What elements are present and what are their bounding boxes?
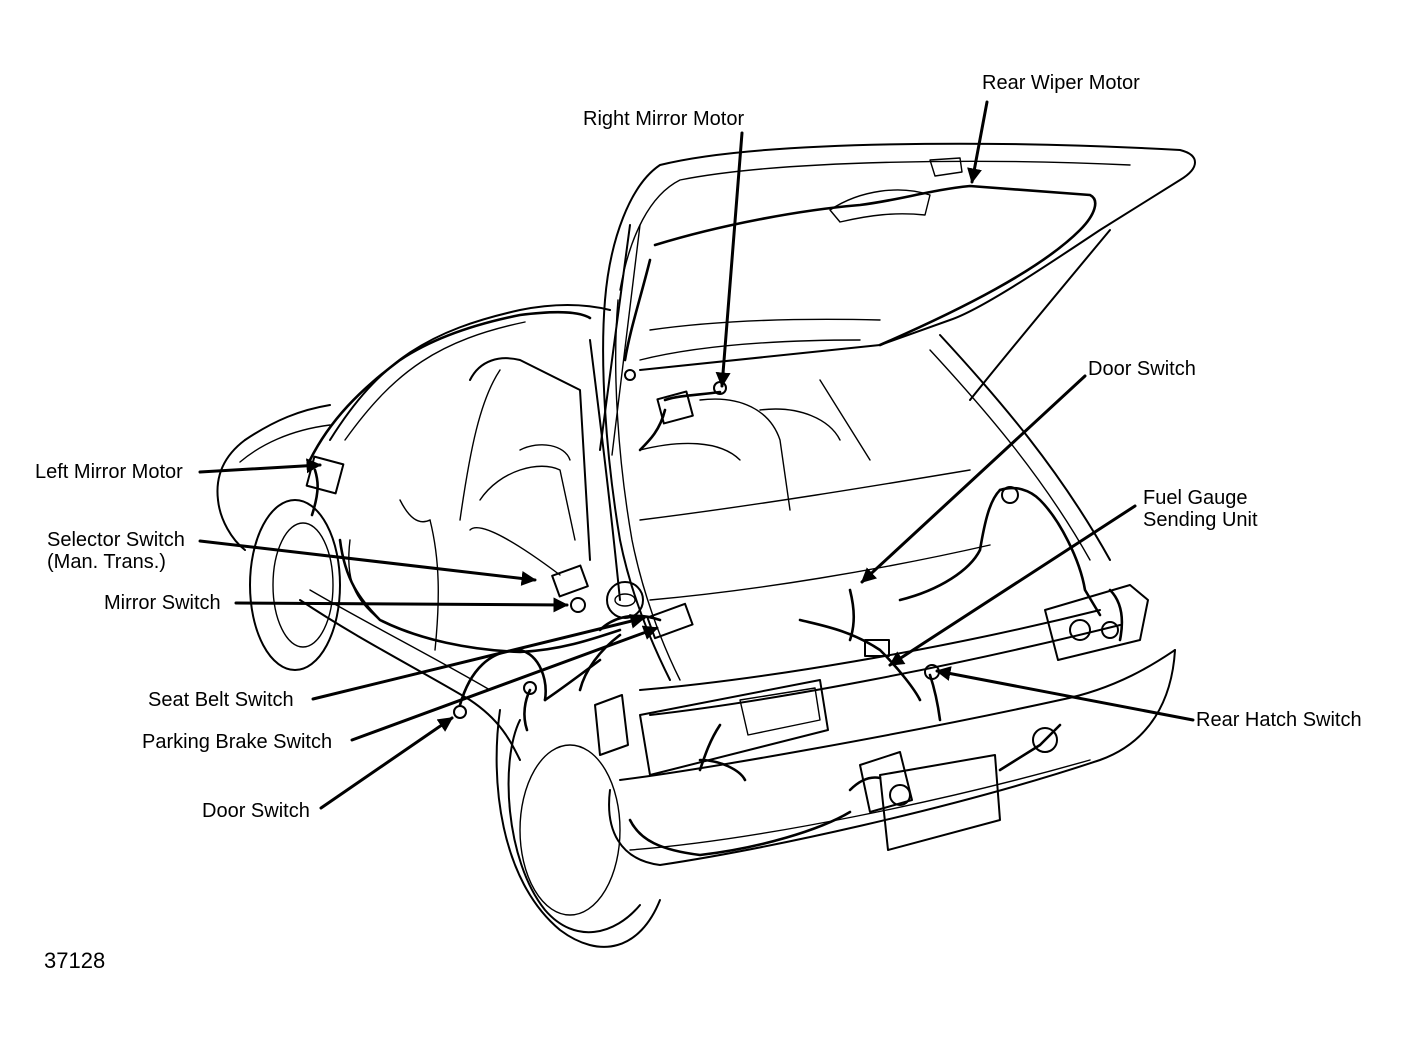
components: [305, 369, 1119, 806]
label-right-mirror-motor: Right Mirror Motor: [583, 108, 744, 130]
leader-door-switch-right: [860, 374, 1087, 584]
leader-selector-switch: [198, 539, 537, 586]
car-body: [216, 304, 1176, 948]
label-seat-belt-switch: Seat Belt Switch: [148, 689, 294, 711]
label-door-switch-left-text: Door Switch: [202, 800, 310, 822]
label-left-mirror-motor: Left Mirror Motor: [35, 461, 183, 483]
figure-number: 37128: [44, 948, 106, 973]
label-left-mirror-motor-text: Left Mirror Motor: [35, 461, 183, 483]
label-selector-switch-line2: (Man. Trans.): [47, 551, 166, 573]
label-rear-hatch-switch-text: Rear Hatch Switch: [1196, 709, 1362, 731]
label-selector-switch-line1: Selector Switch: [47, 529, 185, 551]
leader-rear-wiper-motor: [967, 100, 989, 184]
label-right-mirror-motor-text: Right Mirror Motor: [583, 108, 745, 130]
label-parking-brake-switch-text: Parking Brake Switch: [142, 731, 333, 753]
label-selector-switch: Selector Switch (Man. Trans.): [47, 529, 185, 573]
leader-parking-brake-switch: [350, 625, 659, 742]
label-rear-wiper-motor-text: Rear Wiper Motor: [982, 72, 1140, 94]
leader-left-mirror-motor: [198, 458, 322, 474]
label-fuel-gauge-sending-unit: Fuel Gauge Sending Unit: [1143, 487, 1258, 531]
open-hatch: [599, 142, 1196, 681]
label-seat-belt-switch-text: Seat Belt Switch: [148, 689, 294, 711]
label-rear-wiper-motor: Rear Wiper Motor: [982, 72, 1140, 94]
leader-door-switch-left: [319, 716, 454, 810]
label-rear-hatch-switch: Rear Hatch Switch: [1196, 709, 1362, 731]
leader-seat-belt-switch: [311, 613, 646, 701]
label-door-switch-left: Door Switch: [202, 800, 310, 822]
wiring-harness: [308, 184, 1124, 857]
leader-mirror-switch: [234, 597, 569, 613]
label-mirror-switch-text: Mirror Switch: [104, 592, 221, 614]
label-fuel-gauge-line1: Fuel Gauge: [1143, 487, 1248, 509]
label-parking-brake-switch: Parking Brake Switch: [142, 731, 332, 753]
leader-right-mirror-motor: [715, 131, 744, 388]
label-door-switch-right-text: Door Switch: [1088, 358, 1196, 380]
label-door-switch-right: Door Switch: [1088, 358, 1196, 380]
leader-fuel-gauge: [888, 504, 1137, 667]
leader-lines: [198, 100, 1195, 810]
label-mirror-switch: Mirror Switch: [104, 592, 221, 614]
label-fuel-gauge-line2: Sending Unit: [1143, 509, 1258, 531]
leader-rear-hatch-switch: [935, 666, 1195, 722]
